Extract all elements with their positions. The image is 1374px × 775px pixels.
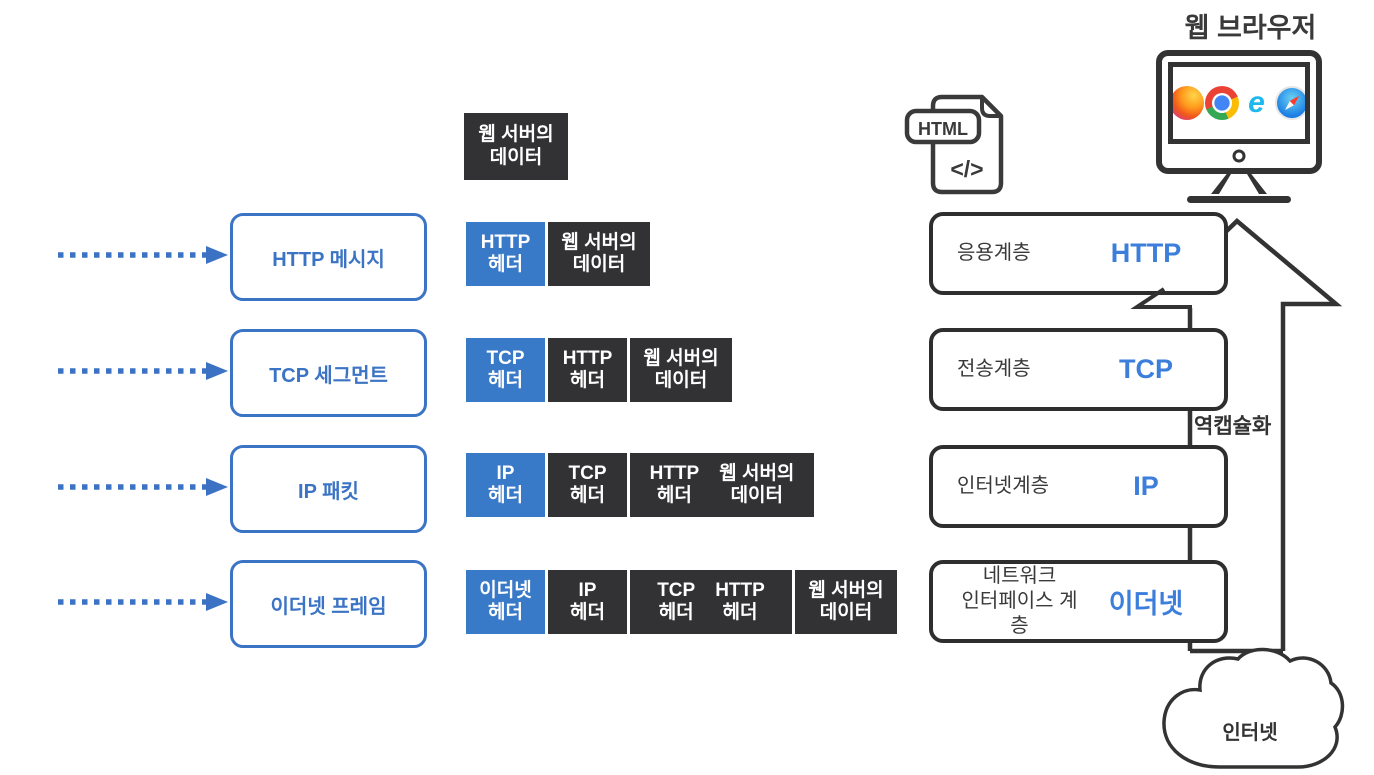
html-badge-text: HTML [918, 119, 968, 139]
html-file-icon: HTML </> [904, 94, 1004, 195]
cloud-label: 인터넷 [1222, 722, 1278, 744]
html-badge [904, 108, 982, 145]
layer-name: 인터페이스 계층 [961, 590, 1078, 637]
dotted-arrow [58, 593, 228, 611]
monitor-chin [1162, 144, 1316, 168]
monitor-screen: e [1168, 62, 1310, 144]
layer-box-transport: 전송계층 TCP [929, 328, 1228, 411]
flow-box-ethernet-frame: 이더넷 프레임 [230, 560, 427, 648]
chrome-icon [1204, 86, 1239, 120]
layer-name: 네트워크 [982, 565, 1057, 587]
safari-icon [1274, 86, 1305, 120]
layer-protocol: HTTP [1110, 238, 1182, 268]
data-box-line: 데이터 [489, 146, 543, 168]
dotted-arrow [58, 246, 228, 264]
layer-protocol: 이더넷 [1108, 589, 1184, 619]
monitor-icon: e [1156, 50, 1322, 203]
code-glyph: </> [950, 156, 983, 182]
layer-box-network-interface: 네트워크 인터페이스 계층 이더넷 [929, 560, 1228, 643]
web-browser-title: 웹 브라우저 [1184, 13, 1317, 43]
flow-box-label: TCP 세그먼트 [269, 364, 388, 387]
big-arrow-head [1212, 217, 1343, 651]
dotted-arrow [58, 478, 228, 496]
decapsulation-label: 역캡슐화 [1194, 415, 1272, 438]
firefox-icon [1173, 86, 1204, 120]
flow-box-http-message: HTTP 메시지 [230, 213, 427, 301]
monitor-body: e [1156, 50, 1322, 174]
flow-box-label: 이더넷 프레임 [270, 595, 387, 618]
monitor-base [1187, 196, 1291, 203]
flow-box-label: HTTP 메시지 [272, 248, 385, 271]
layer-name: 응용계층 [957, 242, 1031, 264]
flow-box-ip-packet: IP 패킷 [230, 445, 427, 533]
layer-protocol: IP [1133, 471, 1159, 501]
monitor-stand [1211, 174, 1267, 194]
flow-box-label: IP 패킷 [298, 480, 359, 503]
layer-box-application: 응용계층 HTTP [929, 212, 1228, 295]
data-box-line: 웹 서버의 [478, 124, 554, 146]
internet-cloud [1162, 647, 1345, 769]
dotted-arrow [58, 362, 228, 380]
folded-corner [980, 97, 1001, 118]
layer-name: 인터넷계층 [957, 475, 1049, 497]
camera-dot-icon [1232, 149, 1246, 163]
layer-name: 전송계층 [957, 358, 1031, 380]
internet-explorer-icon: e [1239, 86, 1274, 120]
layer-protocol: TCP [1119, 354, 1173, 384]
flow-box-tcp-segment: TCP 세그먼트 [230, 329, 427, 417]
web-server-data-box: 웹 서버의 데이터 [464, 113, 568, 180]
decapsulation-arrow [1130, 287, 1192, 327]
layer-box-internet: 인터넷계층 IP [929, 445, 1228, 528]
